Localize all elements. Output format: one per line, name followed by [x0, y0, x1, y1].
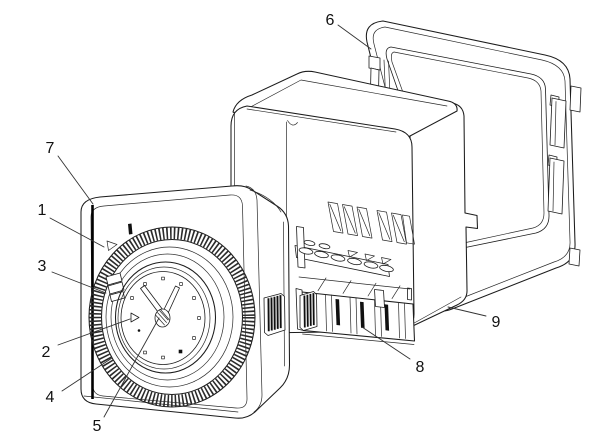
hour-markers: [130, 276, 201, 360]
dial-teeth: [89, 227, 255, 407]
center-hub: [154, 308, 171, 328]
side-bevel: [249, 189, 282, 213]
nine-oclock-pointer: [130, 312, 140, 323]
housing-right-face: [399, 102, 479, 333]
callout-leaders: [49, 24, 487, 418]
housing-bottom-bevel: [406, 296, 462, 328]
bottom-rim-line: [83, 395, 239, 413]
timer-side-latch: [263, 293, 286, 336]
dial-marker-tick: [128, 223, 133, 235]
callout-label-2: 2: [42, 344, 51, 361]
screw-terminals: [294, 226, 394, 277]
program-dial-ring: [88, 223, 256, 408]
callout-label-5: 5: [93, 418, 102, 435]
vent-slots: [327, 201, 415, 245]
callout-label-7: 7: [46, 140, 55, 157]
leader-9: [447, 306, 487, 317]
frame-right-latches: [547, 85, 582, 267]
plate-right-edge: [245, 185, 263, 413]
leader-4: [61, 357, 113, 392]
clock-face: [114, 261, 217, 374]
housing-notch: [287, 120, 298, 126]
dial-pointer-triangle: [106, 240, 118, 251]
leader-2: [57, 318, 131, 346]
block-tab: [374, 289, 385, 308]
frame-inner-rim: [372, 26, 571, 304]
timer-front-unit: [80, 185, 291, 419]
terminal-post: [296, 226, 306, 269]
dial-rider-tab: [105, 272, 125, 302]
leader-6: [337, 24, 372, 50]
housing: [230, 70, 479, 345]
callout-label-6: 6: [326, 12, 335, 29]
callout-label-9: 9: [492, 314, 501, 331]
housing-face-slot: [407, 287, 412, 301]
side-edge-line: [283, 221, 285, 367]
leader-5: [103, 317, 160, 418]
housing-front-top-edge: [246, 108, 397, 133]
leader-1: [49, 217, 105, 248]
callout-labels: 1 2 3 4 5 6 7 8 9: [38, 12, 501, 435]
housing-top-bevel: [242, 79, 448, 112]
leader-7: [57, 155, 94, 205]
callout-label-4: 4: [46, 389, 55, 406]
housing-side-latch: [299, 291, 318, 331]
callout-label-1: 1: [38, 202, 47, 219]
callout-label-8: 8: [416, 359, 425, 376]
marker-filled-square: [178, 349, 183, 354]
leader-3: [51, 271, 107, 294]
marker-dot: [137, 329, 141, 332]
leader-8: [361, 326, 411, 360]
callout-label-3: 3: [38, 258, 47, 275]
frame-opening-rim: [390, 51, 545, 244]
